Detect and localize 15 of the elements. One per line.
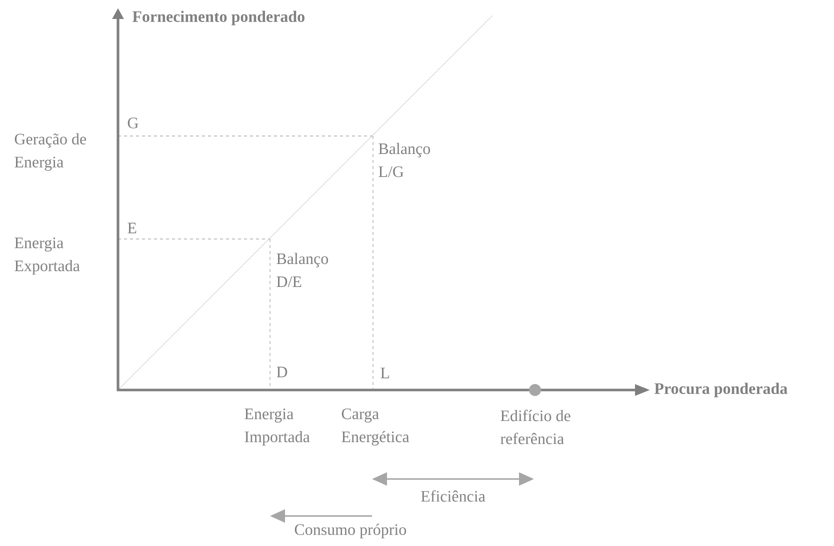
arrow-label: Consumo próprio	[294, 524, 406, 538]
region-label: Balanço L/G	[378, 142, 430, 178]
point-label: D	[276, 366, 288, 378]
axis-label: Fornecimento ponderado	[132, 10, 304, 26]
axis-value-label: Edifício de referência	[500, 410, 570, 444]
point-label: E	[128, 222, 136, 234]
point-label: L	[380, 368, 390, 378]
axis-value-label: Energia Exportada	[14, 238, 80, 274]
point-label: G	[128, 118, 138, 128]
arrow-label: Eficiência	[421, 490, 486, 502]
axis-value-label: Geração de Energia	[14, 133, 86, 171]
axis-value-label: Carga Energética	[342, 408, 410, 446]
axis-label: Procura ponderada	[654, 382, 788, 398]
region-label: Balanço D/E	[276, 252, 328, 288]
axis-value-label: Energia Importada	[244, 408, 310, 446]
